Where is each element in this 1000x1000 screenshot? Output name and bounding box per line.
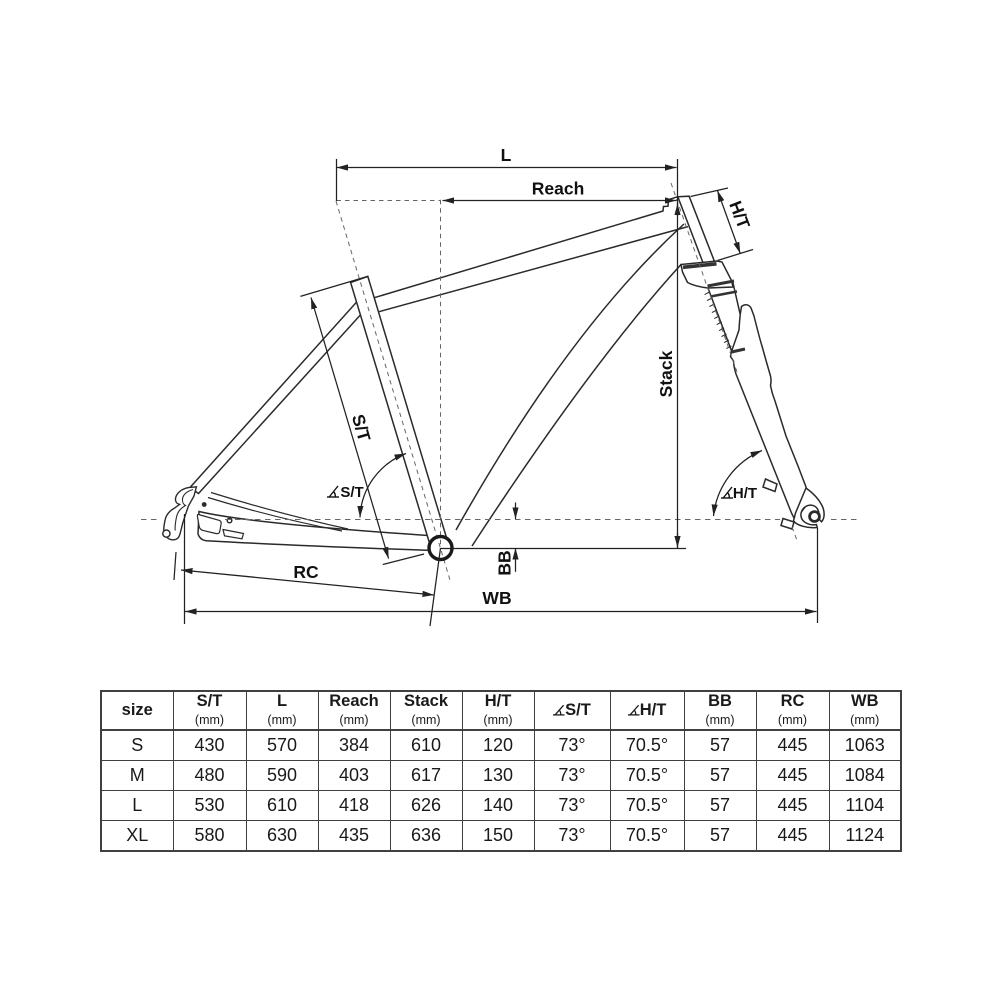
svg-text:H/T: H/T [725, 198, 754, 232]
svg-text:WB: WB [482, 588, 511, 608]
svg-text:S/T: S/T [340, 484, 363, 501]
svg-text:L: L [501, 145, 512, 165]
svg-text:RC: RC [293, 562, 319, 582]
svg-text:H/T: H/T [733, 485, 757, 502]
svg-text:BB: BB [495, 550, 515, 575]
svg-text:Reach: Reach [532, 179, 585, 199]
svg-text:S/T: S/T [348, 412, 375, 444]
svg-text:Stack: Stack [656, 350, 676, 397]
